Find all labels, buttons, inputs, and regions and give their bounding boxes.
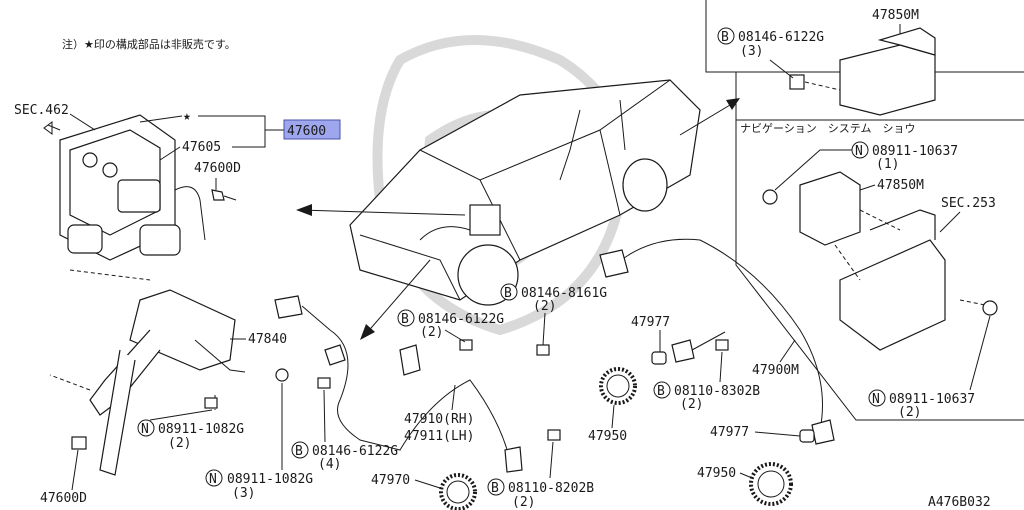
svg-text:(3): (3): [740, 44, 763, 59]
nut-10637-top-label: 08911-10637: [872, 144, 958, 159]
sensor-rotor-illustration: [439, 367, 793, 510]
n-circle-icon: [137, 419, 155, 437]
n-circle-icon: [868, 389, 886, 407]
navi-unit-top-illustration: [789, 27, 936, 116]
nut-1082-bottom-label: 08911-1082G: [227, 472, 313, 487]
part-47950-low-label: 47950: [697, 466, 736, 481]
sec-462-label: SEC.462: [14, 103, 69, 118]
bolt-6122-low-label: 08146-6122G: [312, 444, 398, 459]
highlighted-part-box[interactable]: [283, 119, 341, 140]
part-47950-mid-label: 47950: [588, 429, 627, 444]
nut-10637-low-label: 08911-10637: [889, 392, 975, 407]
bolt-6122-mid-label: 08146-6122G: [418, 312, 504, 327]
b-circle-icon: [653, 381, 671, 399]
part-47977-low-label: 47977: [710, 425, 749, 440]
b-circle-icon: [500, 283, 518, 301]
svg-text:(2): (2): [680, 397, 703, 412]
svg-text:(2): (2): [512, 495, 535, 510]
diagram-code-label: A476B032: [928, 495, 991, 510]
bolt-8161-label: 08146-8161G: [521, 286, 607, 301]
part-47970-label: 47970: [371, 473, 410, 488]
star-marker: ★: [183, 109, 191, 124]
bolt-8302-label: 08110-8302B: [674, 384, 760, 399]
svg-text:B: B: [491, 481, 499, 496]
b-circle-icon: [397, 309, 415, 327]
svg-text:(1): (1): [876, 157, 899, 172]
vehicle-illustration: [349, 79, 701, 306]
navi-unit-mid-illustration: [799, 171, 998, 351]
part-47600d-bottom-label: 47600D: [40, 491, 87, 506]
nut-1082-left-label: 08911-1082G: [158, 422, 244, 437]
part-47600-label[interactable]: 47600: [287, 124, 326, 139]
svg-text:(2): (2): [168, 436, 191, 451]
svg-text:B: B: [295, 444, 303, 459]
svg-text:N: N: [209, 472, 217, 487]
svg-text:(3): (3): [232, 486, 255, 501]
bracket-illustration: [49, 269, 246, 476]
b-circle-icon: [291, 441, 309, 459]
part-47600d-top-label: 47600D: [194, 161, 241, 176]
svg-text:B: B: [721, 30, 729, 45]
svg-text:(4): (4): [318, 457, 341, 472]
part-47910-label: 47910(RH): [404, 412, 474, 427]
note-text: 注）★印の構成部品は非販売です。: [62, 37, 236, 51]
part-47850m-mid-label: 47850M: [877, 178, 924, 193]
svg-text:B: B: [401, 312, 409, 327]
svg-text:(2): (2): [898, 405, 921, 420]
panel-border-right: [735, 72, 1024, 421]
wheel-sensor-harness-illustration: [274, 238, 835, 473]
part-47605-label: 47605: [182, 140, 221, 155]
svg-text:(2): (2): [533, 299, 556, 314]
svg-text:N: N: [872, 392, 880, 407]
navi-system-label: ナビゲーション システム ショウ: [740, 122, 915, 135]
part-47900m-label: 47900M: [752, 363, 799, 378]
svg-text:(2): (2): [420, 325, 443, 340]
abs-actuator-illustration: [43, 114, 206, 261]
b-circle-icon: [487, 478, 505, 496]
svg-text:N: N: [141, 422, 149, 437]
svg-text:B: B: [504, 286, 512, 301]
sec-253-label: SEC.253: [941, 196, 996, 211]
part-47850m-top-label: 47850M: [872, 8, 919, 23]
part-47911-label: 47911(LH): [404, 429, 474, 444]
n-circle-icon: [205, 469, 223, 487]
bolt-8202-label: 08110-8202B: [508, 481, 594, 496]
svg-text:N: N: [855, 144, 863, 159]
part-47977-top-label: 47977: [631, 315, 670, 330]
part-47840-label: 47840: [248, 332, 287, 347]
b-circle-icon: [717, 27, 735, 45]
bolt-6122-box-label: 08146-6122G: [738, 30, 824, 45]
svg-text:B: B: [657, 384, 665, 399]
